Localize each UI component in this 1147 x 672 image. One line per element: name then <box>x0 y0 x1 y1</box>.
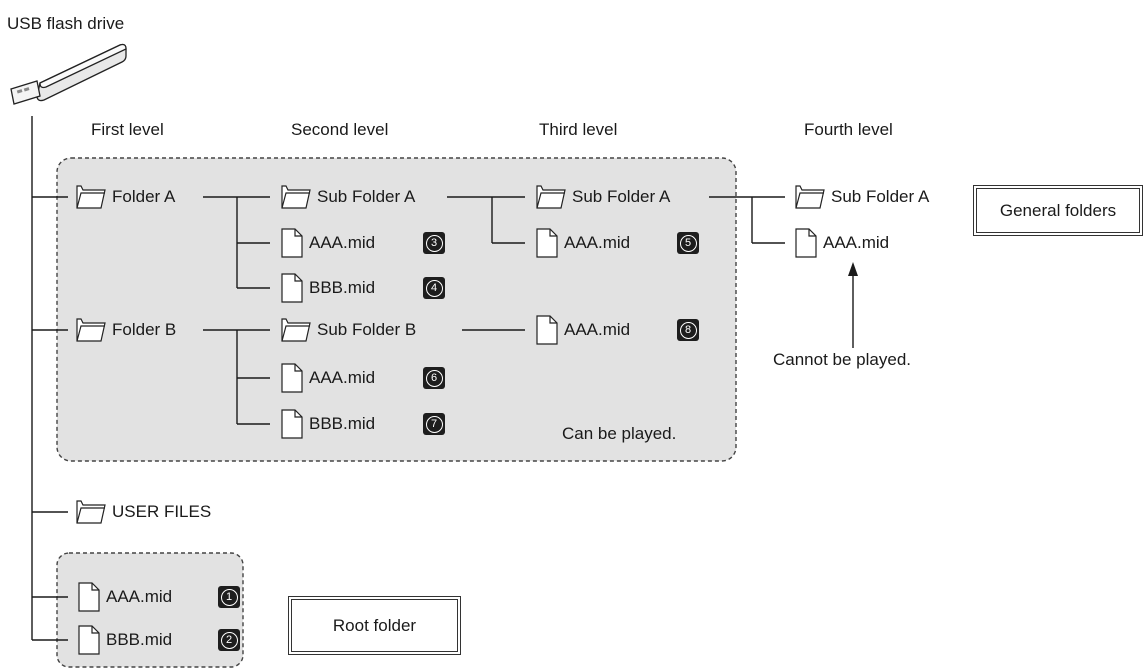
badge-5: 5 <box>677 232 699 254</box>
badge-number: 4 <box>426 280 443 297</box>
folder-name: Sub Folder A <box>572 187 670 207</box>
user-files-folder-node: USER FILES <box>76 499 211 525</box>
folder-name: Folder B <box>112 320 176 340</box>
level-header-first: First level <box>91 120 164 140</box>
can-be-played-note: Can be played. <box>562 424 676 444</box>
root-folder-label: Root folder <box>291 599 458 652</box>
folder-icon <box>281 317 311 343</box>
file-node-bbb-b-level2: BBB.mid <box>281 409 375 439</box>
file-node-root-aaa: AAA.mid <box>78 582 172 612</box>
file-node-aaa-b-level3: AAA.mid <box>536 315 630 345</box>
file-icon <box>536 315 558 345</box>
file-icon <box>281 409 303 439</box>
file-node-aaa-b-level2: AAA.mid <box>281 363 375 393</box>
sub-folder-a-level4-node: Sub Folder A <box>795 184 929 210</box>
folder-name: USER FILES <box>112 502 211 522</box>
usb-drive-label: USB flash drive <box>7 14 124 34</box>
badge-4: 4 <box>423 277 445 299</box>
file-icon <box>78 625 100 655</box>
file-icon <box>281 363 303 393</box>
badge-8: 8 <box>677 319 699 341</box>
badge-2: 2 <box>218 629 240 651</box>
general-folders-label: General folders <box>976 188 1140 233</box>
file-name: AAA.mid <box>564 320 630 340</box>
sub-folder-a-level2-node: Sub Folder A <box>281 184 415 210</box>
folder-icon <box>795 184 825 210</box>
file-name: AAA.mid <box>106 587 172 607</box>
file-name: AAA.mid <box>564 233 630 253</box>
file-icon <box>281 273 303 303</box>
file-name: BBB.mid <box>309 278 375 298</box>
badge-number: 1 <box>221 589 238 606</box>
badge-3: 3 <box>423 232 445 254</box>
badge-number: 5 <box>680 235 697 252</box>
file-icon <box>78 582 100 612</box>
file-icon <box>536 228 558 258</box>
file-name: AAA.mid <box>309 368 375 388</box>
badge-number: 7 <box>426 416 443 433</box>
sub-folder-a-level3-node: Sub Folder A <box>536 184 670 210</box>
badge-7: 7 <box>423 413 445 435</box>
file-node-aaa-a-level4: AAA.mid <box>795 228 889 258</box>
sub-folder-b-level2-node: Sub Folder B <box>281 317 416 343</box>
cannot-play-arrowhead <box>848 262 858 276</box>
file-node-aaa-a-level3: AAA.mid <box>536 228 630 258</box>
badge-6: 6 <box>423 367 445 389</box>
folder-icon <box>76 184 106 210</box>
badge-number: 8 <box>680 322 697 339</box>
badge-number: 2 <box>221 632 238 649</box>
folder-name: Folder A <box>112 187 175 207</box>
file-node-aaa-a-level2: AAA.mid <box>281 228 375 258</box>
folder-icon <box>76 499 106 525</box>
badge-number: 6 <box>426 370 443 387</box>
folder-b-node: Folder B <box>76 317 176 343</box>
folder-name: Sub Folder B <box>317 320 416 340</box>
file-node-bbb-a-level2: BBB.mid <box>281 273 375 303</box>
level-header-fourth: Fourth level <box>804 120 893 140</box>
usb-drive-icon <box>11 45 126 105</box>
badge-number: 3 <box>426 235 443 252</box>
cannot-be-played-note: Cannot be played. <box>773 350 911 370</box>
level-header-second: Second level <box>291 120 388 140</box>
file-icon <box>281 228 303 258</box>
file-name: BBB.mid <box>106 630 172 650</box>
file-name: AAA.mid <box>309 233 375 253</box>
root-folder-box: Root folder <box>288 596 461 655</box>
folder-name: Sub Folder A <box>831 187 929 207</box>
general-folders-box: General folders <box>973 185 1143 236</box>
badge-1: 1 <box>218 586 240 608</box>
file-name: AAA.mid <box>823 233 889 253</box>
folder-name: Sub Folder A <box>317 187 415 207</box>
folder-icon <box>76 317 106 343</box>
folder-icon <box>536 184 566 210</box>
file-icon <box>795 228 817 258</box>
folder-a-node: Folder A <box>76 184 175 210</box>
file-name: BBB.mid <box>309 414 375 434</box>
folder-icon <box>281 184 311 210</box>
level-header-third: Third level <box>539 120 617 140</box>
file-node-root-bbb: BBB.mid <box>78 625 172 655</box>
